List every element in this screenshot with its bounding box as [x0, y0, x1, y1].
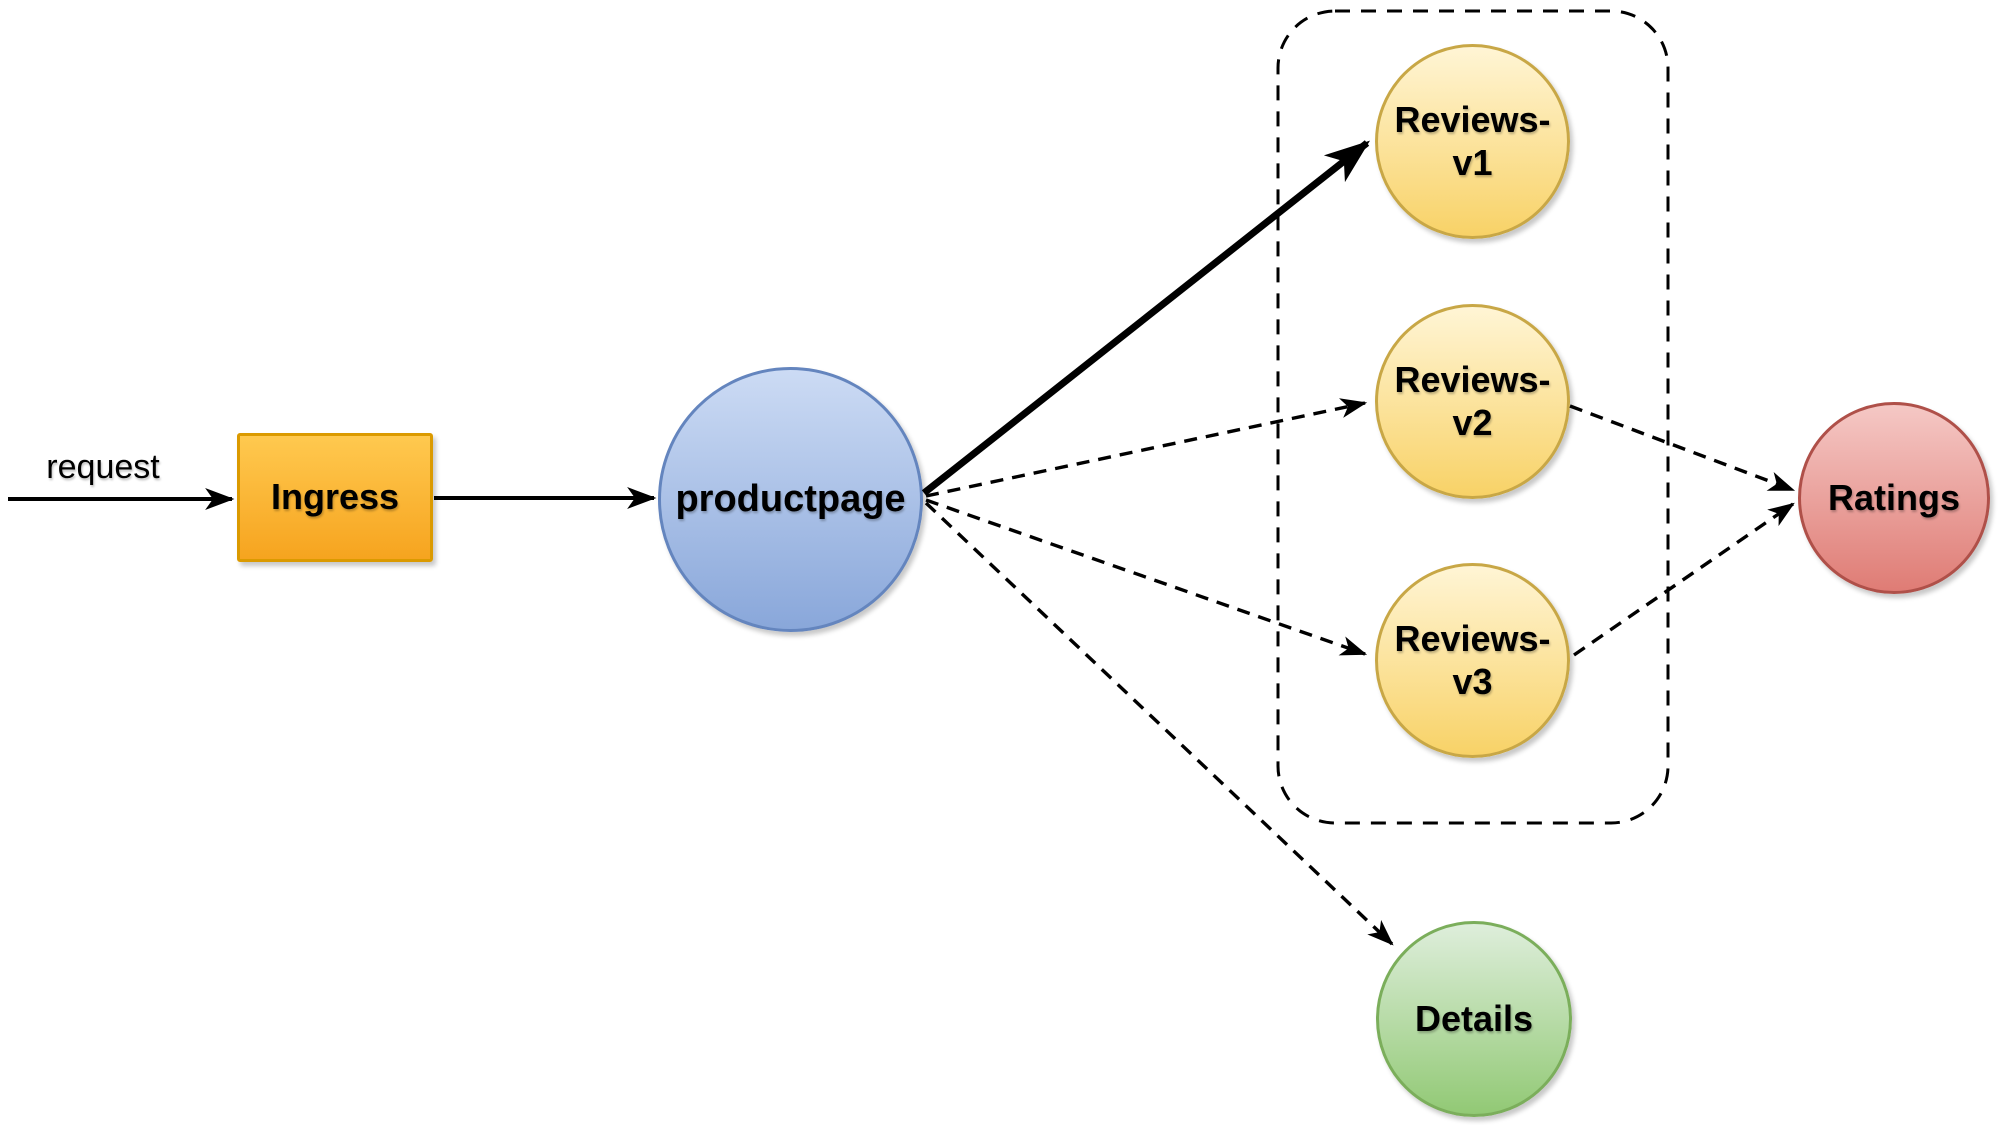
- node-reviews-v1-label: Reviews- v1: [1394, 99, 1551, 183]
- node-reviews-v2: Reviews- v2: [1375, 304, 1570, 499]
- node-ingress-label: Ingress: [270, 476, 400, 518]
- node-details-label: Details: [1414, 997, 1534, 1039]
- node-productpage-label: productpage: [675, 478, 906, 521]
- node-reviews-v3-label: Reviews- v3: [1394, 618, 1551, 702]
- edge-reviews-v2-to-ratings: [1569, 404, 1796, 492]
- edge-productpage-to-details: [924, 501, 1394, 946]
- node-reviews-v2-label: Reviews- v2: [1394, 359, 1551, 443]
- node-productpage: productpage: [658, 367, 923, 632]
- node-ingress: Ingress: [237, 433, 433, 562]
- node-reviews-v1: Reviews- v1: [1375, 44, 1570, 239]
- node-ratings: Ratings: [1798, 402, 1990, 594]
- edge-productpage-to-reviews-v3: [925, 498, 1368, 656]
- node-reviews-v3: Reviews- v3: [1375, 563, 1570, 758]
- edge-reviews-v3-to-ratings: [1573, 502, 1795, 657]
- request-edge-label: request: [46, 448, 160, 486]
- edge-productpage-to-reviews-v1: [921, 140, 1370, 496]
- node-details: Details: [1376, 921, 1572, 1117]
- edge-productpage-to-reviews-v2: [925, 398, 1368, 498]
- node-ratings-label: Ratings: [1827, 476, 1960, 518]
